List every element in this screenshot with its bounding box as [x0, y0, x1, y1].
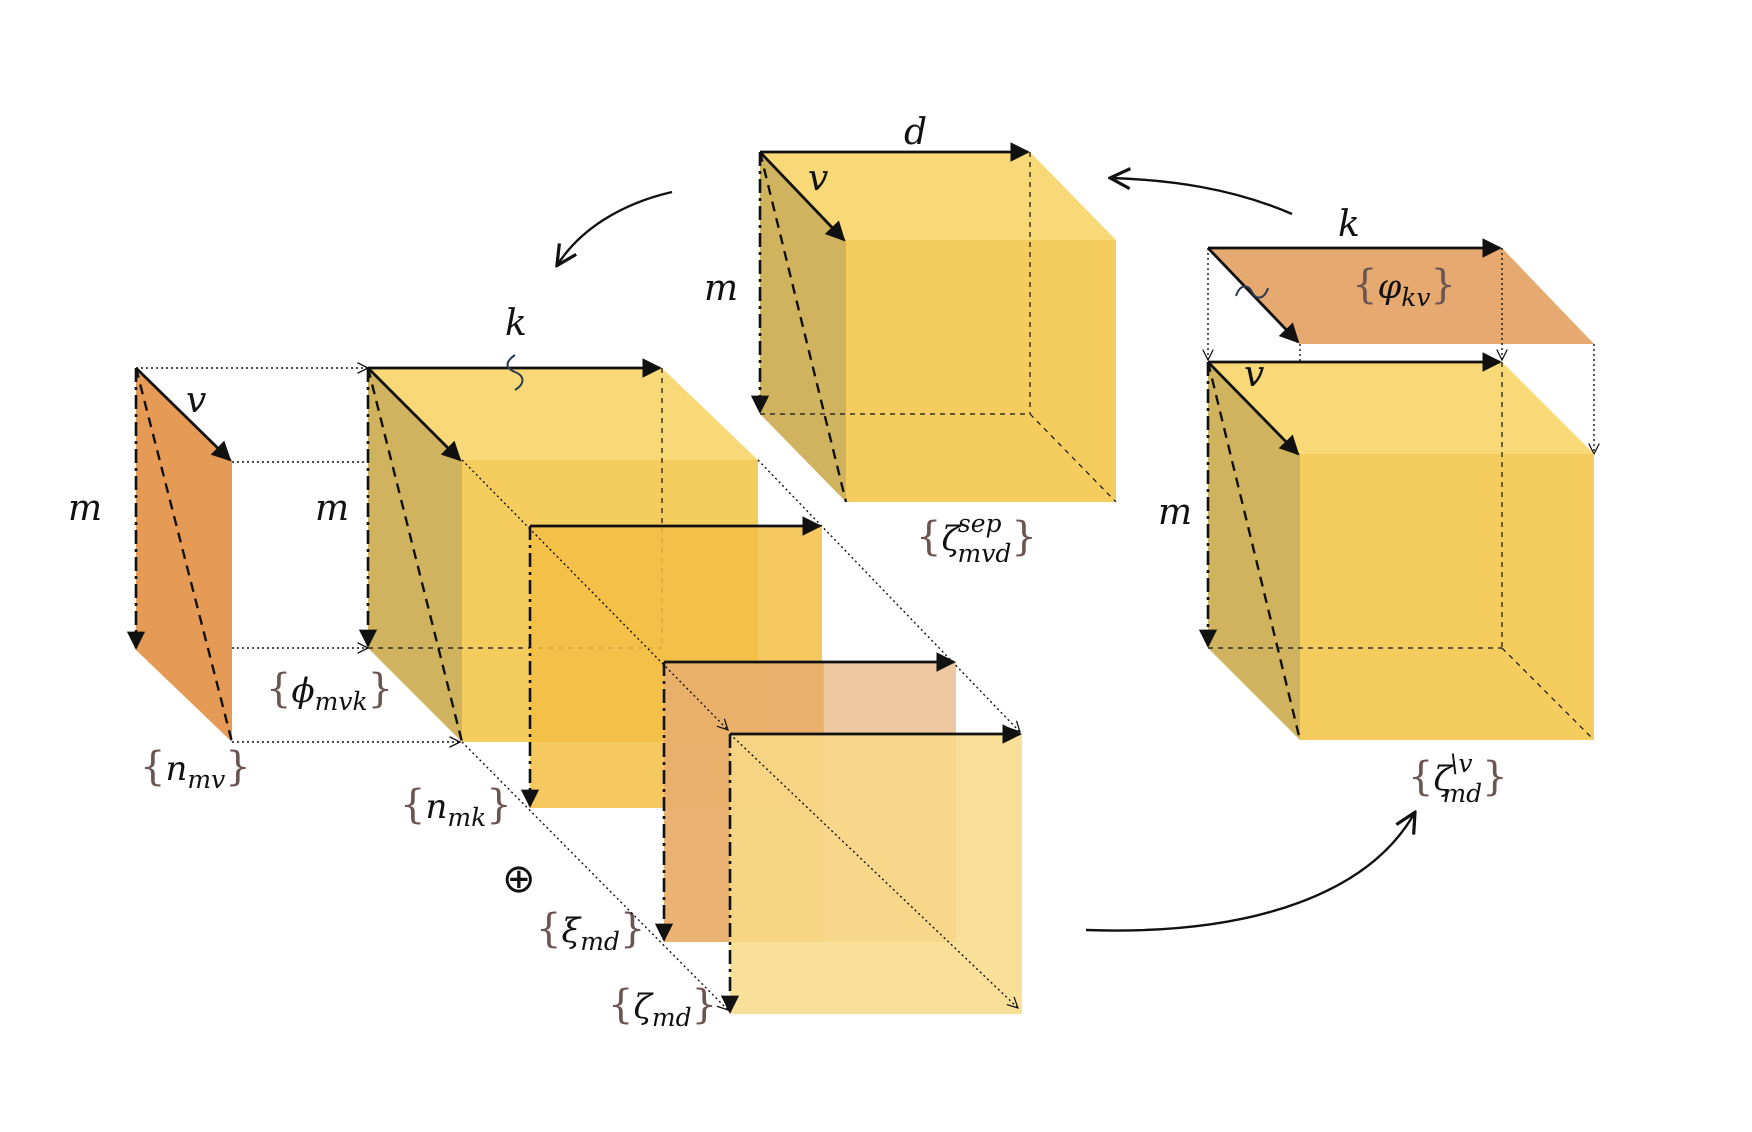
- slab-n-mv-diagonal: [134, 367, 234, 743]
- flow-arrow-bottom-to-right: [1085, 814, 1414, 932]
- slab-n-mv-v-arrow: [135, 366, 232, 462]
- projection-lines-diagonal: [461, 459, 1020, 1010]
- cube-sep-d-label: d: [904, 112, 927, 153]
- flow-arrow-right-to-top: [1112, 178, 1293, 216]
- label-zeta-md: {ζmd}: [608, 982, 717, 1032]
- label-n-mk: {nmk}: [400, 782, 512, 832]
- slab-n-mv-m-label: m: [68, 488, 102, 529]
- label-phi-mvk: {ϕmvk}: [266, 666, 393, 716]
- tilde-icon: [506, 354, 524, 391]
- cube-excl-v-label: v: [1244, 354, 1264, 395]
- cube-phi-k-label: k: [505, 303, 527, 344]
- tilde-icon: [1235, 285, 1269, 299]
- label-varphi-kv: {φkv}: [1352, 262, 1456, 312]
- slab-n-mv-v-label: v: [186, 380, 206, 421]
- cube-phi-v-arrow: [367, 367, 462, 462]
- flow-arrow-top-to-left: [558, 190, 673, 264]
- slab-n-mv: m v {nmv}: [68, 366, 251, 794]
- cube-phi-m-label: m: [315, 488, 349, 529]
- cube-sep-m-label: m: [704, 268, 738, 309]
- cube-excl-m-label: m: [1158, 492, 1192, 533]
- slab-varphi-kv: k {φkv}: [1206, 204, 1594, 344]
- cube-sep-v-label: v: [808, 158, 828, 199]
- flow-arrows: [558, 178, 1414, 932]
- slab-kv-k-label: k: [1338, 204, 1360, 245]
- slab-zeta-md: {ζmd}: [608, 724, 1022, 1032]
- cube-phi-top: [368, 368, 758, 460]
- label-n-mv: {nmv}: [140, 744, 251, 794]
- oplus-operator: ⊕: [502, 856, 536, 902]
- label-xi-md: {ξmd}: [536, 906, 645, 956]
